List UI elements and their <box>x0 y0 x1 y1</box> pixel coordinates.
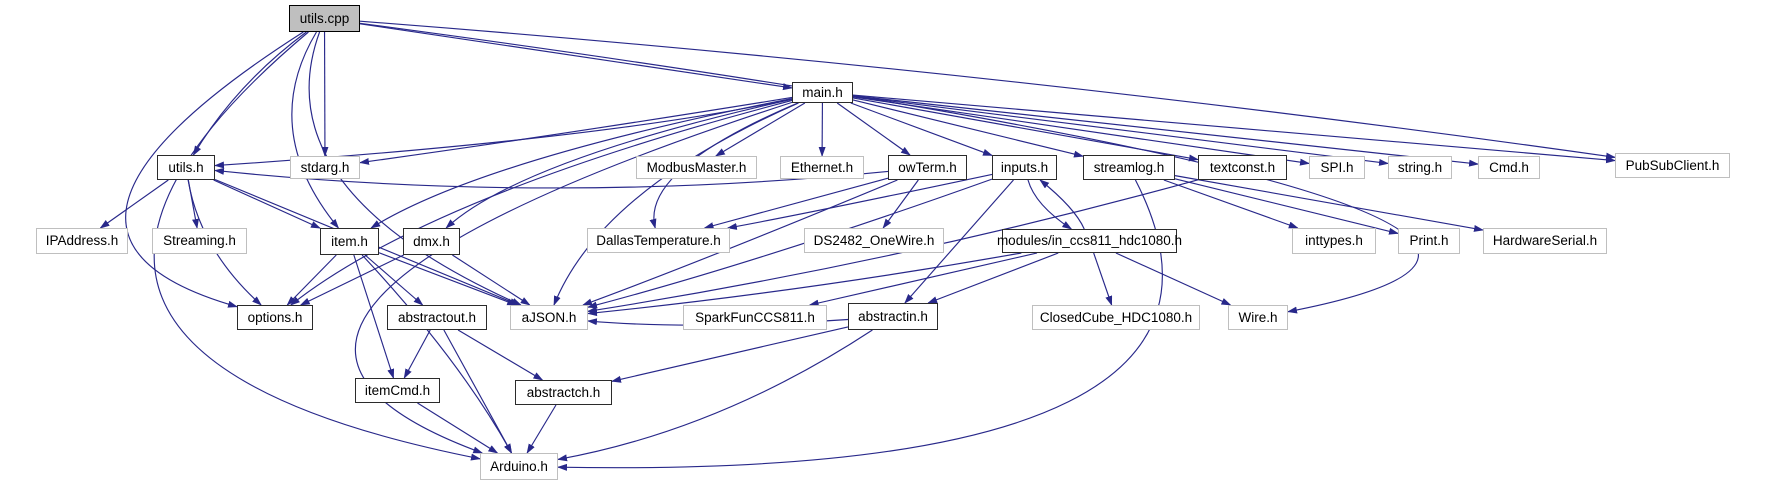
edge-modules-in-ccs811-hdc1080-h-to-sparkfunccs811-h <box>808 252 1038 307</box>
edge-utils-cpp-to-ajson-h <box>308 31 522 306</box>
edge-utils-cpp-to-options-h <box>125 31 304 308</box>
edge-itemcmd-h-to-arduino-h <box>417 402 499 454</box>
node-abstractout-h[interactable]: abstractout.h <box>387 305 487 330</box>
edge-inputs-h-to-ajson-h <box>587 178 993 309</box>
node-ethernet-h: Ethernet.h <box>780 156 864 179</box>
edge-item-h-to-options-h <box>286 254 337 306</box>
node-wire-h: Wire.h <box>1228 305 1288 330</box>
node-ds2482-onewire-h: DS2482_OneWire.h <box>804 228 944 253</box>
edge-streamlog-h-to-arduino-h <box>557 179 1163 471</box>
node-string-h: string.h <box>1388 156 1452 179</box>
edge-utils-cpp-to-arduino-h <box>153 31 481 461</box>
edge-inputs-h-to-abstractin-h <box>904 179 1014 304</box>
edge-abstractout-h-to-arduino-h <box>443 329 513 454</box>
edge-main-h-to-dmx-h <box>445 98 793 229</box>
node-dmx-h[interactable]: dmx.h <box>403 228 460 255</box>
node-sparkfunccs811-h: SparkFunCCS811.h <box>683 305 827 330</box>
node-options-h[interactable]: options.h <box>237 305 313 330</box>
node-print-h: Print.h <box>1398 228 1460 254</box>
edge-main-h-to-ajson-h <box>553 102 799 306</box>
node-modbusmaster-h: ModbusMaster.h <box>636 156 757 179</box>
edge-main-h-to-arduino-h <box>355 101 793 454</box>
edge-main-h-to-string-h <box>852 95 1389 166</box>
edge-utils-h-to-item-h <box>213 179 321 229</box>
edge-utils-cpp-to-item-h <box>291 31 340 229</box>
node-inttypes-h: inttypes.h <box>1292 228 1376 254</box>
node-utils-h[interactable]: utils.h <box>157 155 215 180</box>
edge-utils-cpp-to-pubsubclient-h <box>359 20 1616 160</box>
edge-main-h-to-stdarg-h <box>359 96 793 165</box>
edge-modules-in-ccs811-hdc1080-h-to-closedcube-hdc1080-h <box>1093 252 1113 306</box>
edge-modules-in-ccs811-hdc1080-h-to-ajson-h <box>587 252 1022 317</box>
edge-modules-in-ccs811-hdc1080-h-to-wire-h <box>1115 252 1232 306</box>
edge-main-h-to-inputs-h <box>850 102 993 156</box>
node-main-h[interactable]: main.h <box>792 82 853 103</box>
edge-main-h-to-cmd-h <box>852 95 1479 167</box>
node-abstractin-h[interactable]: abstractin.h <box>848 303 938 330</box>
edge-item-h-to-itemcmd-h <box>353 254 395 379</box>
edge-abstractout-h-to-itemcmd-h <box>403 329 431 379</box>
edge-inputs-h-to-modules-in-ccs811-hdc1080-h <box>1027 179 1073 230</box>
node-spi-h: SPI.h <box>1309 156 1365 179</box>
node-cmd-h: Cmd.h <box>1478 156 1540 179</box>
node-streamlog-h[interactable]: streamlog.h <box>1083 155 1175 180</box>
edge-main-h-to-textconst-h <box>852 97 1199 162</box>
node-pubsubclient-h: PubSubClient.h <box>1615 153 1730 178</box>
edge-abstractin-h-to-abstractch-h <box>611 326 849 383</box>
edge-modules-in-ccs811-hdc1080-h-to-inputs-h <box>1039 179 1085 230</box>
node-streaming-h: Streaming.h <box>152 228 247 254</box>
edge-main-h-to-modbusmaster-h <box>714 102 806 157</box>
edge-main-h-to-streamlog-h <box>852 99 1084 158</box>
edge-utils-cpp-to-main-h <box>359 23 793 91</box>
edge-modules-in-ccs811-hdc1080-h-to-abstractin-h <box>927 252 1059 304</box>
edge-dmx-h-to-options-h <box>299 254 404 306</box>
edge-owterm-h-to-ds2482-onewire-h <box>882 179 919 229</box>
edge-item-h-to-abstractout-h <box>364 254 424 306</box>
edge-textconst-h-to-ajson-h <box>587 179 1199 314</box>
node-arduino-h: Arduino.h <box>480 453 558 480</box>
node-hardwareserial-h: HardwareSerial.h <box>1483 228 1607 254</box>
edge-streamlog-h-to-print-h <box>1174 178 1399 235</box>
edge-main-h-to-owterm-h <box>836 102 911 156</box>
node-ajson-h: aJSON.h <box>510 305 588 330</box>
edge-main-h-to-pubsubclient-h <box>852 94 1616 164</box>
node-owterm-h[interactable]: owTerm.h <box>888 155 967 180</box>
edge-abstractch-h-to-arduino-h <box>526 404 557 454</box>
node-abstractch-h[interactable]: abstractch.h <box>515 380 612 405</box>
edge-utils-h-to-ipaddress-h <box>99 179 169 229</box>
edge-main-h-to-spi-h <box>852 96 1310 166</box>
node-item-h[interactable]: item.h <box>320 228 379 255</box>
node-dallastemperature-h: DallasTemperature.h <box>587 228 730 253</box>
edge-inputs-h-to-dallastemperature-h <box>726 173 993 230</box>
edge-item-h-to-arduino-h <box>361 254 513 454</box>
node-closedcube-hdc1080-h: ClosedCube_HDC1080.h <box>1032 305 1200 330</box>
node-modules-in-ccs811-hdc1080-h[interactable]: modules/in_ccs811_hdc1080.h <box>997 229 1182 253</box>
node-stdarg-h: stdarg.h <box>290 156 360 179</box>
edge-owterm-h-to-dallastemperature-h <box>703 177 889 230</box>
edge-streamlog-h-to-hardwareserial-h <box>1174 175 1484 232</box>
edge-main-h-to-item-h <box>370 97 793 229</box>
edge-utils-cpp-to-wire-h <box>359 22 1419 314</box>
node-textconst-h[interactable]: textconst.h <box>1198 155 1287 180</box>
edge-dmx-h-to-ajson-h <box>452 254 531 306</box>
node-utils-cpp: utils.cpp <box>289 5 360 32</box>
edge-utils-cpp-to-utils-h <box>192 31 307 156</box>
edge-main-h-to-options-h <box>290 99 793 306</box>
node-inputs-h[interactable]: inputs.h <box>992 155 1057 180</box>
node-ipaddress-h: IPAddress.h <box>36 228 128 254</box>
edge-abstractin-h-to-arduino-h <box>557 329 873 462</box>
edge-abstractout-h-to-abstractch-h <box>457 329 544 381</box>
node-itemcmd-h[interactable]: itemCmd.h <box>355 378 440 403</box>
